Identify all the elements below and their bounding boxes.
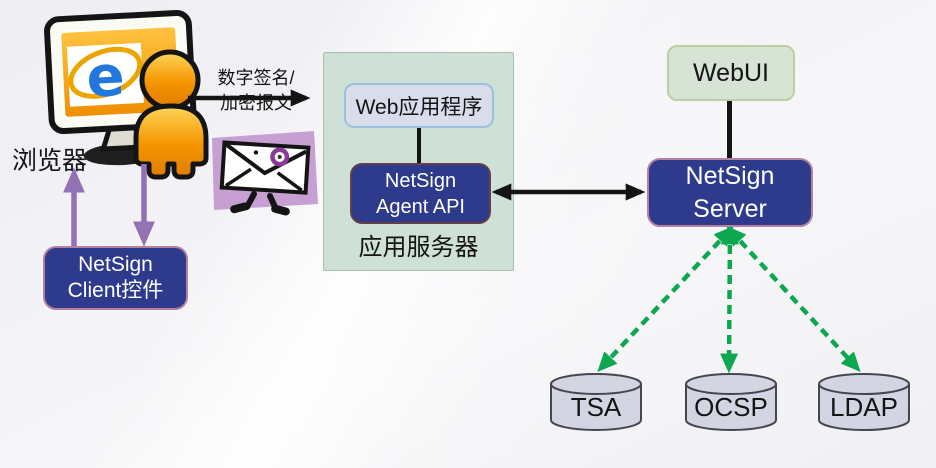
flow-label-line2: 加密报文 — [220, 92, 292, 113]
database-tsa-label: TSA — [570, 392, 622, 422]
database-ocsp: OCSP — [683, 372, 779, 432]
connector-webui-server — [727, 101, 732, 158]
connector-webapp-agent — [417, 127, 421, 164]
browser-label: 浏览器 — [12, 147, 88, 175]
webui-node: WebUI — [667, 45, 795, 101]
web-app-label: Web应用程序 — [355, 95, 483, 119]
client-browser-arrows — [63, 164, 155, 250]
netsign-client-line2: Client控件 — [67, 279, 164, 302]
netsign-client-node: NetSign Client控件 — [43, 246, 188, 310]
webui-label: WebUI — [693, 58, 769, 87]
arrow-server-ocsp — [720, 224, 739, 374]
flow-label: 数字签名/ 加密报文 — [206, 66, 306, 116]
app-server-label: 应用服务器 — [358, 234, 479, 261]
browser-user-icon-group: e — [44, 9, 209, 180]
svg-text:e: e — [85, 44, 126, 111]
netsign-agent-api-node: NetSign Agent API — [350, 163, 491, 224]
server-line1: NetSign — [685, 162, 775, 190]
agent-api-line1: NetSign — [384, 169, 457, 192]
agent-server-arrow — [491, 183, 646, 201]
netsign-server-node: NetSign Server — [647, 158, 813, 227]
database-ldap-label: LDAP — [830, 392, 898, 422]
walking-envelope-icon — [212, 131, 318, 216]
server-line2: Server — [693, 194, 767, 223]
database-tsa: TSA — [548, 372, 644, 432]
arrow-server-ldap — [726, 226, 861, 372]
web-app-node: Web应用程序 — [344, 83, 494, 128]
arrow-server-tsa — [597, 226, 734, 372]
database-cylinder-icon — [818, 373, 910, 431]
database-cylinder-icon — [685, 373, 777, 431]
database-ocsp-label: OCSP — [694, 392, 768, 422]
agent-api-line2: Agent API — [376, 195, 465, 218]
netsign-client-line1: NetSign — [78, 252, 153, 276]
database-cylinder-icon — [550, 373, 642, 431]
database-ldap: LDAP — [816, 372, 912, 432]
flow-label-line1: 数字签名/ — [217, 68, 295, 88]
signed-message-arrow — [188, 89, 311, 107]
user-person-icon — [133, 49, 209, 180]
server-database-arrows — [597, 224, 861, 374]
